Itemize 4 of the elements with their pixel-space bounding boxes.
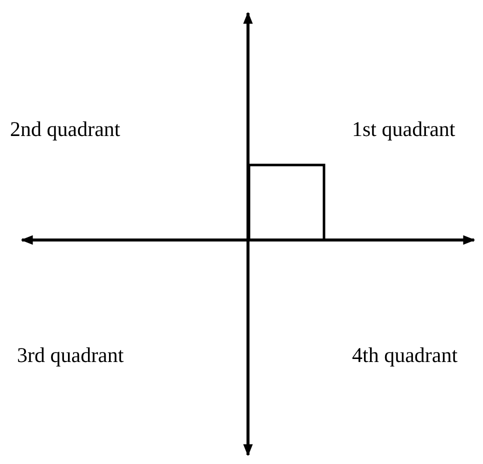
quadrant-label: 3rd quadrant (17, 343, 124, 367)
quadrant-label: 2nd quadrant (10, 117, 120, 141)
quadrant-label: 1st quadrant (352, 117, 456, 141)
quadrant-label: 4th quadrant (352, 343, 458, 367)
